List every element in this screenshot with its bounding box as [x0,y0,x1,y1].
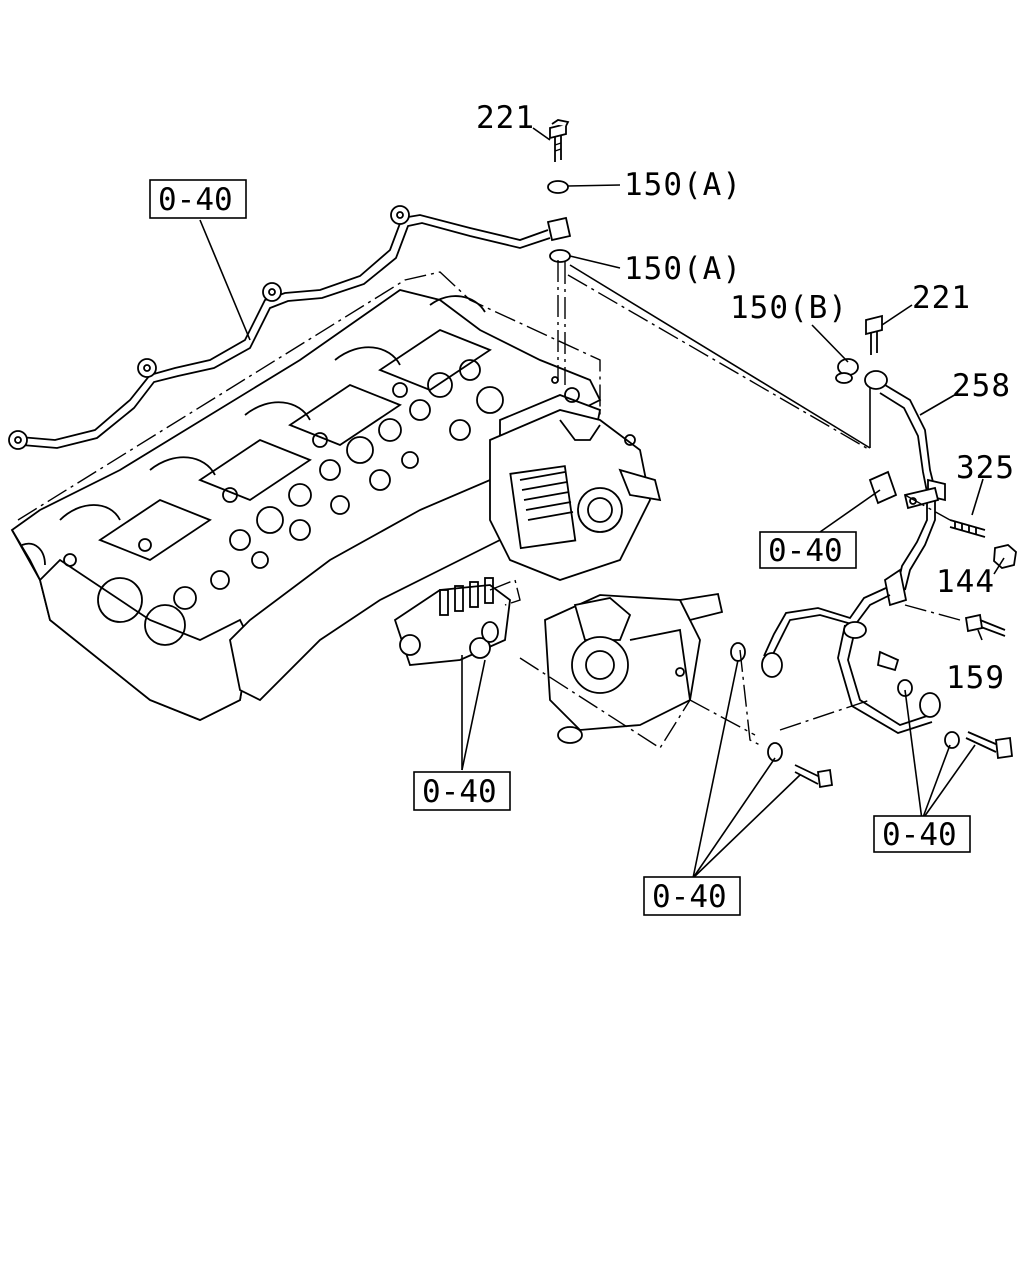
ref-label-top-left: 0-40 [158,182,233,218]
stud-325 [949,519,986,538]
supply-pump [544,592,724,744]
ref-label-bottom-right: 0-40 [882,817,957,853]
leader-lines [199,127,1005,879]
label-144: 144 [936,564,995,600]
banjo-fitting [864,370,888,390]
ref-label-bottom-center: 0-40 [652,879,727,915]
bolt-pump [794,764,834,789]
label-258: 258 [952,368,1011,404]
ref-box-bottom-center: 0-40 [643,876,741,916]
label-150b: 150(B) [730,290,848,326]
leak-off-pipe [8,205,572,450]
nut-144 [993,544,1017,569]
washer-150a-upper [547,180,569,194]
banjo-bolt-221-top [549,119,570,162]
label-150a-upper: 150(A) [624,167,742,203]
label-221-right: 221 [912,280,971,316]
ref-label-pump: 0-40 [422,774,497,810]
bolt-221-right [865,314,883,355]
washer-pump-a [730,642,746,662]
label-221-top: 221 [476,100,535,136]
label-150a-lower: 150(A) [624,251,742,287]
bolt-bottom-right [965,731,1013,760]
common-rail-assembly [489,409,662,581]
ref-box-bottom-right: 0-40 [873,815,971,853]
label-325: 325 [956,450,1015,486]
label-159: 159 [946,660,1005,696]
ref-box-pump: 0-40 [413,771,511,811]
washer-pump-b [767,742,783,762]
sleeve-spacer [868,470,898,505]
bolt-159 [964,613,1006,637]
washer-150a-lower [549,249,571,263]
ref-box-top-left: 0-40 [149,179,247,219]
ref-box-mid-right: 0-40 [759,531,857,569]
cylinder-head [10,271,602,721]
ref-label-mid-right: 0-40 [768,533,843,569]
injector-block [393,577,511,666]
